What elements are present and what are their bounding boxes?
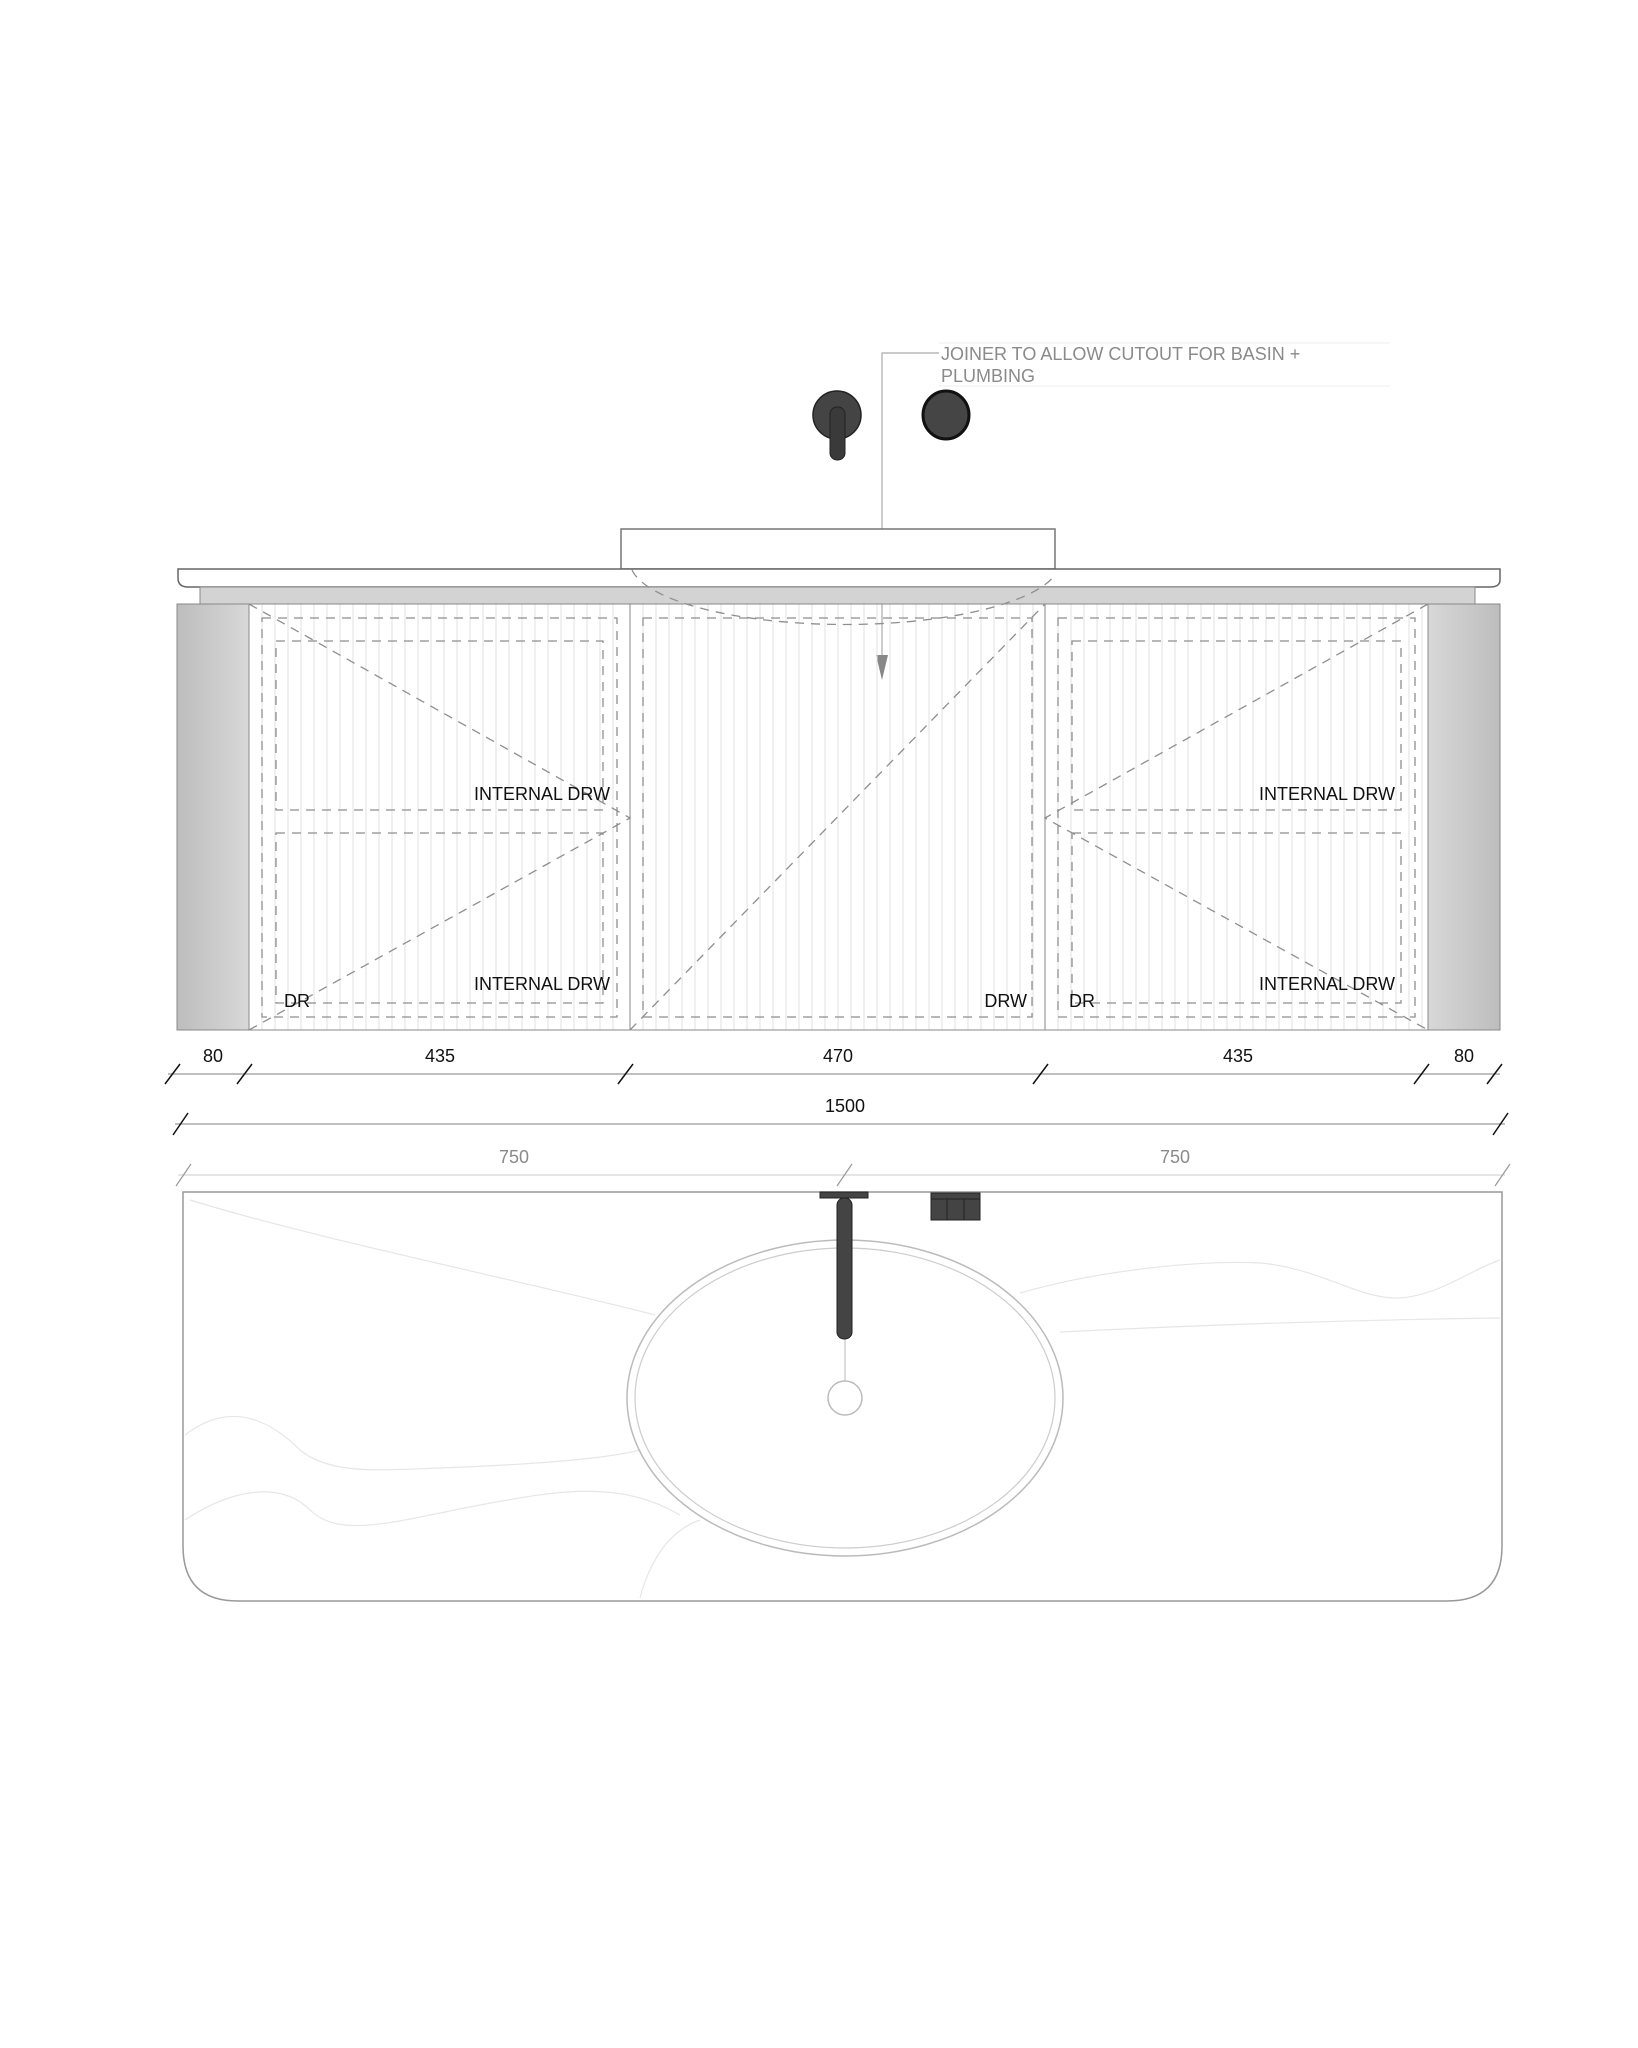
dimension-halves: 750 750	[175, 1147, 1511, 1187]
annotation-leader: JOINER TO ALLOW CUTOUT FOR BASIN + PLUMB…	[876, 342, 1390, 680]
tap-spout-elevation	[812, 390, 862, 461]
dim-right-door: 435	[1223, 1046, 1253, 1066]
spout-plan	[819, 1191, 869, 1340]
arrow-icon	[876, 655, 888, 680]
marble-veins	[184, 1199, 1501, 1599]
label-left-upper-drawer: INTERNAL DRW	[474, 784, 610, 804]
basin-elevation	[620, 528, 1056, 570]
dim-center-drawer: 470	[823, 1046, 853, 1066]
annotation-line2: PLUMBING	[941, 366, 1035, 386]
dimension-row-1: 80 435 470 435 80	[164, 1046, 1503, 1085]
label-right-door: DR	[1069, 991, 1095, 1011]
label-center-drawer: DRW	[984, 991, 1027, 1011]
label-right-upper-drawer: INTERNAL DRW	[1259, 784, 1395, 804]
dim-left-panel: 80	[203, 1046, 223, 1066]
dimension-overall: 1500	[172, 1096, 1509, 1136]
left-door[interactable]	[248, 603, 631, 1031]
benchtop-rail	[199, 586, 1476, 605]
label-left-lower-drawer: INTERNAL DRW	[474, 974, 610, 994]
right-side-panel	[1427, 603, 1501, 1031]
label-left-door: DR	[284, 991, 310, 1011]
left-side-panel	[176, 603, 250, 1031]
dim-half-left: 750	[499, 1147, 529, 1167]
dim-overall: 1500	[825, 1096, 865, 1116]
fluted-fronts	[261, 604, 1423, 1030]
benchtop-elevation	[177, 568, 1501, 588]
mixer-elevation	[921, 389, 971, 441]
drain-icon	[827, 1380, 863, 1416]
label-right-lower-drawer: INTERNAL DRW	[1259, 974, 1395, 994]
mixer-plan	[930, 1192, 981, 1221]
annotation-line1: JOINER TO ALLOW CUTOUT FOR BASIN +	[941, 344, 1300, 364]
dim-right-panel: 80	[1454, 1046, 1474, 1066]
dim-half-right: 750	[1160, 1147, 1190, 1167]
right-door[interactable]	[1044, 603, 1429, 1031]
hidden-lines	[248, 569, 1429, 1031]
dim-left-door: 435	[425, 1046, 455, 1066]
